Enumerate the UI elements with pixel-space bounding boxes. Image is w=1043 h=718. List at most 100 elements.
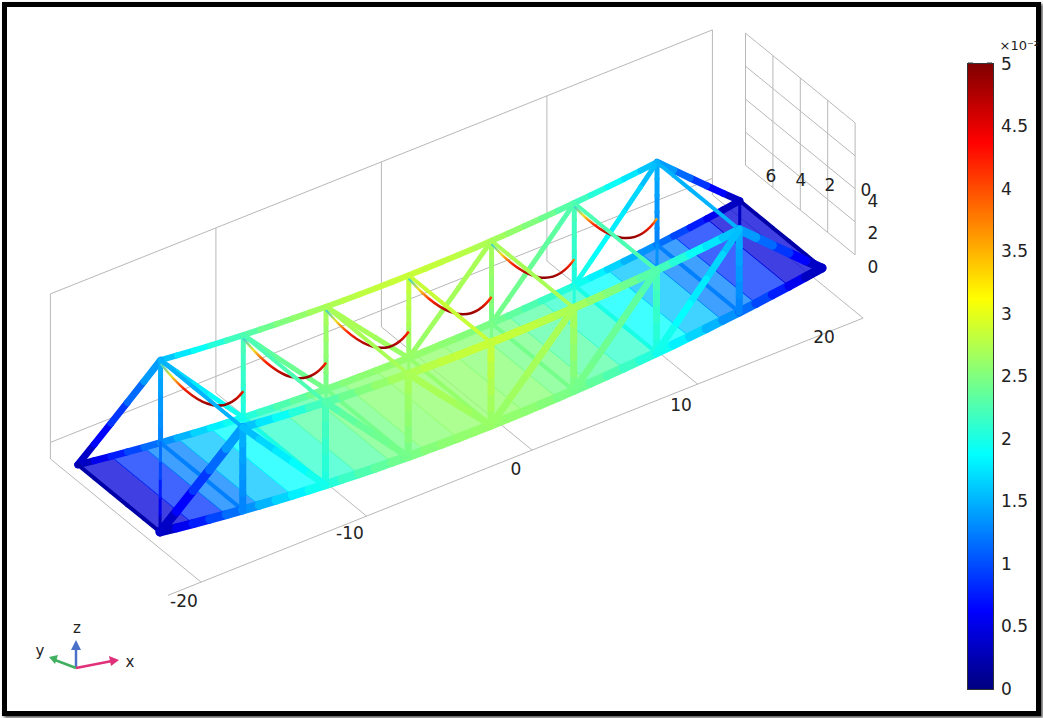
truss-diagonal bbox=[458, 264, 475, 288]
truss-diagonal bbox=[475, 241, 492, 265]
colorbar-tick-label: 4 bbox=[1001, 181, 1012, 198]
truss-diagonal bbox=[590, 343, 607, 367]
axis-name: x bbox=[126, 655, 135, 670]
colorbar-tick-label: 1.5 bbox=[1001, 493, 1028, 510]
truss-diagonal bbox=[624, 187, 641, 212]
truss-diagonal bbox=[640, 270, 657, 294]
truss-diagonal bbox=[492, 299, 509, 323]
axis-tick-label: 0 bbox=[868, 259, 879, 276]
floor-beam bbox=[773, 228, 789, 241]
deck-bracing bbox=[159, 479, 162, 497]
axis-tick-label: -20 bbox=[170, 593, 198, 610]
axis-arrow bbox=[76, 661, 112, 668]
floor-beam bbox=[78, 465, 94, 478]
grid-line bbox=[745, 33, 746, 165]
truss-diagonal bbox=[607, 319, 624, 343]
floor-beam bbox=[624, 326, 640, 339]
truss-diagonal bbox=[310, 379, 327, 390]
top-strut bbox=[260, 348, 276, 361]
truss-diagonal bbox=[706, 254, 723, 279]
truss-diagonal bbox=[392, 446, 409, 457]
truss-diagonal bbox=[690, 279, 707, 304]
axis-tick-label: 2 bbox=[868, 225, 879, 242]
end-portal bbox=[127, 381, 144, 402]
colorbar-tick-label: 2 bbox=[1001, 431, 1012, 448]
truss-diagonal bbox=[409, 335, 426, 358]
deck-bracing bbox=[159, 461, 162, 479]
axis-arrowhead bbox=[71, 640, 81, 650]
truss-vertical bbox=[488, 343, 495, 360]
top-strut bbox=[524, 268, 540, 281]
truss-diagonal bbox=[673, 304, 690, 329]
truss-diagonal bbox=[491, 402, 508, 425]
near-truss bbox=[160, 229, 822, 532]
top-strut bbox=[293, 375, 309, 388]
top-strut bbox=[657, 162, 673, 175]
scale-exponent: ×10⁻² bbox=[999, 39, 1039, 52]
floor-beam bbox=[706, 285, 722, 298]
floor-beam bbox=[756, 214, 772, 227]
truss-diagonal bbox=[657, 328, 674, 352]
truss-diagonal bbox=[723, 229, 740, 254]
top-strut bbox=[624, 243, 640, 256]
floor-beam bbox=[161, 443, 177, 456]
grid-line bbox=[712, 30, 713, 195]
truss-diagonal bbox=[392, 348, 409, 358]
colorbar-tick-label: 3 bbox=[1001, 306, 1012, 323]
axis-grid bbox=[50, 30, 863, 595]
truss-diagonal bbox=[558, 203, 575, 227]
top-strut bbox=[591, 216, 607, 229]
top-strut bbox=[607, 230, 623, 243]
truss-diagonal bbox=[508, 379, 525, 402]
colorbar-tick-label: 1 bbox=[1001, 556, 1012, 573]
grid-line bbox=[855, 123, 856, 255]
deck-bracing bbox=[655, 245, 658, 267]
floor-beam bbox=[541, 364, 557, 377]
lateral-members bbox=[78, 162, 822, 532]
color-scale-bar bbox=[967, 63, 994, 690]
axis-triad bbox=[49, 640, 119, 668]
axis-tick-label: 4 bbox=[868, 193, 879, 210]
top-strut bbox=[706, 203, 722, 216]
floor-beam bbox=[210, 483, 226, 496]
cables bbox=[161, 206, 658, 405]
top-strut bbox=[276, 362, 292, 375]
top-strut bbox=[458, 316, 474, 329]
floor-beam bbox=[111, 492, 127, 505]
far-truss bbox=[78, 162, 740, 465]
top-strut bbox=[541, 281, 557, 294]
axis-tick-label: 20 bbox=[813, 329, 835, 346]
top-strut bbox=[425, 289, 441, 302]
truss-diagonal bbox=[574, 261, 591, 285]
axis-arrow bbox=[55, 660, 76, 668]
grid-line bbox=[50, 294, 51, 459]
colorbar-tick-label: 4.5 bbox=[1001, 118, 1028, 135]
axis-tick-label: 4 bbox=[796, 172, 807, 189]
axis-tick-label: 10 bbox=[670, 397, 692, 414]
deck-bracing bbox=[159, 497, 162, 515]
top-strut bbox=[442, 302, 458, 315]
floor-beam bbox=[740, 201, 756, 214]
axis-tick-label: 6 bbox=[766, 168, 777, 185]
axis-tick-label: -10 bbox=[336, 525, 364, 542]
floor-beam bbox=[657, 245, 673, 258]
floor-beam bbox=[94, 478, 110, 491]
truss-diagonal bbox=[541, 332, 558, 356]
axis-arrowhead bbox=[49, 655, 58, 664]
top-strut bbox=[492, 241, 508, 254]
top-strut bbox=[359, 334, 375, 347]
truss-diagonal bbox=[309, 474, 326, 485]
end-portal bbox=[226, 427, 243, 448]
truss-diagonal bbox=[591, 237, 608, 262]
truss-diagonal bbox=[574, 367, 591, 391]
axis-name: z bbox=[73, 621, 81, 636]
grid-line bbox=[215, 228, 216, 393]
deck-bracing bbox=[159, 443, 162, 461]
truss-diagonal bbox=[557, 308, 574, 332]
top-strut bbox=[375, 347, 391, 360]
top-strut bbox=[177, 374, 193, 387]
top-strut bbox=[243, 335, 259, 348]
top-strut bbox=[574, 203, 590, 216]
top-strut bbox=[161, 360, 177, 373]
